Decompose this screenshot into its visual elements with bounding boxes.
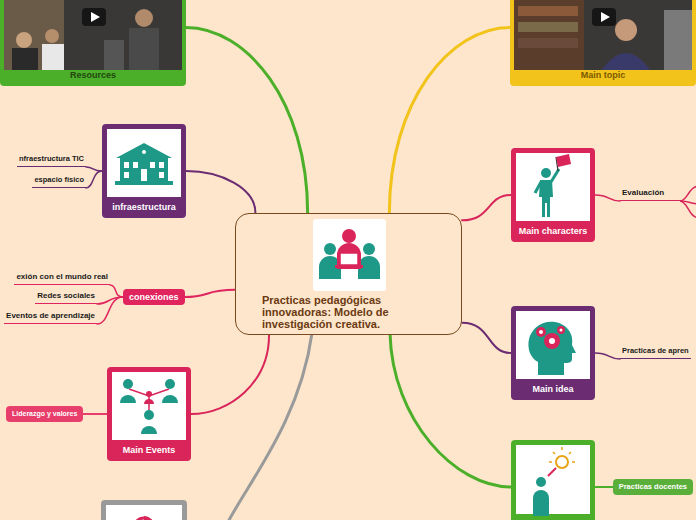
topic-card: Resources [0,0,186,86]
branch-line [462,323,511,353]
subtopic: Practicas de apren [620,346,691,359]
branch-line [680,201,696,218]
branch-line [680,186,696,201]
card-label: Main characters [511,226,595,237]
node-label: nfraestructura TIC [19,154,84,164]
branch-line [462,195,511,220]
central-title: Practicas pedagógicas innovadoras: Model… [262,294,432,330]
branch-line [185,290,235,297]
branch-line [595,353,620,359]
branch-line [86,167,102,171]
card-label: Main idea [511,384,595,395]
branch-line [186,171,255,213]
card-icon [112,372,186,440]
card-panel [516,445,590,514]
subtopic: espacio físico [32,175,86,188]
branch-line [191,335,269,414]
node-label: Practicas de apren [622,346,689,356]
bulb-icon [556,456,568,468]
branch-line [228,333,312,520]
topic-card: infraestructura [102,124,186,218]
node-label: espacio físico [34,175,84,185]
branch-line [595,195,620,201]
topic-pill: conexiones [123,289,185,305]
branch-line [86,171,102,188]
person-icon [536,477,546,487]
card-icon [107,129,181,197]
card-label: Resources [0,70,186,81]
person-icon [533,490,549,516]
branch-line [97,297,123,324]
subtopic: Eventos de aprendizaje [4,311,97,324]
node-label: Evaluación [622,188,678,198]
topic-card: Main idea [511,306,595,400]
node-label: conexiones [129,292,179,302]
node-label: exión con el mundo real [16,272,108,282]
branch-line [389,27,510,213]
central-icon [313,219,386,291]
card-label: Main Events [107,445,191,456]
branch-line [110,285,123,297]
node-label: Redes sociales [37,291,95,301]
topic-card: Main topic [510,0,696,86]
card-label: infraestructura [102,202,186,213]
topic-card [511,440,595,520]
topic-card: Main characters [511,148,595,242]
card-label: Main topic [510,70,696,81]
topic-card [101,500,187,520]
card-icon [516,153,590,221]
subtopic-pill: Practicas docentes [613,479,693,495]
subtopic: nfraestructura TIC [17,154,86,167]
card-panel [106,505,182,520]
bulb-icon [549,447,575,462]
video-thumbnail [4,0,182,70]
arrow-icon [548,468,556,476]
card-frame [511,440,595,520]
node-label: Liderazgo y valores [12,409,77,419]
pie-icon [134,518,154,520]
branch-line [83,413,107,415]
subtopic-pill: Liderazgo y valores [6,406,83,422]
branch-line [390,333,511,487]
node-label: Practicas docentes [619,482,687,492]
central-topic: Practicas pedagógicas innovadoras: Model… [235,213,462,335]
subtopic: exión con el mundo real [14,272,110,285]
video-thumbnail [514,0,692,70]
card-icon [516,311,590,379]
node-label: Eventos de aprendizaje [6,311,95,321]
topic-card: Main Events [107,367,191,461]
subtopic: Evaluación [620,188,680,201]
branch-line [186,27,308,213]
subtopic: Redes sociales [35,291,97,304]
